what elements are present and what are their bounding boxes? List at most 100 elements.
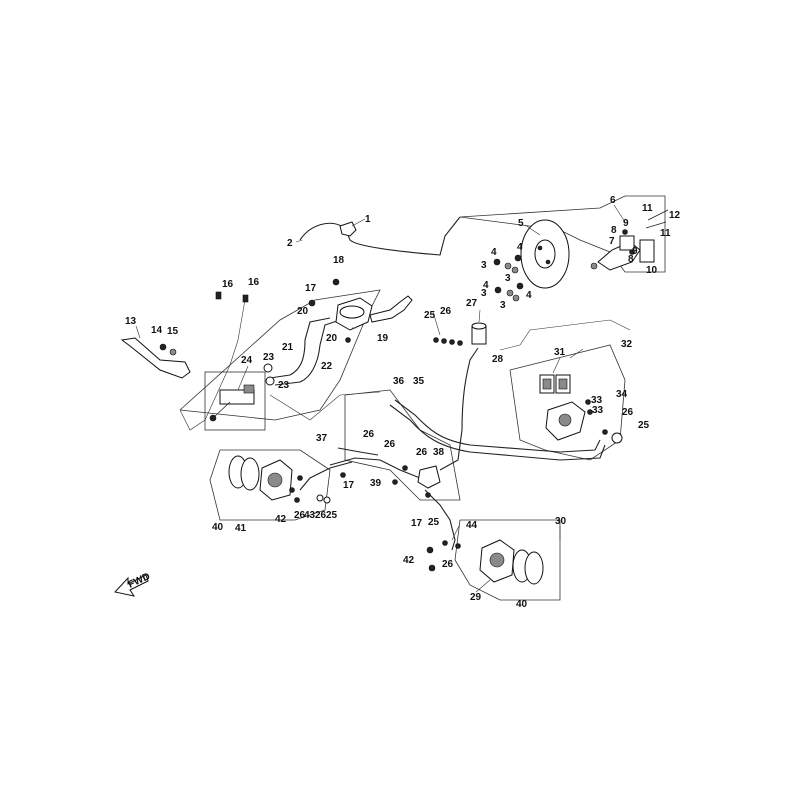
outline-rear-master-group: [459, 195, 666, 273]
callout-14: 14: [151, 325, 163, 336]
callout-3: 3: [505, 273, 511, 284]
callout-18: 18: [333, 255, 345, 266]
outline-left-caliper-group: [209, 449, 331, 521]
rear-master-cap: [471, 322, 487, 330]
callout-3: 3: [500, 300, 506, 311]
rear-line-36: [389, 404, 606, 461]
line-37: [337, 447, 379, 456]
callout-40: 40: [516, 599, 528, 610]
callout-4: 4: [517, 242, 523, 253]
banjo-25: [611, 432, 623, 444]
right-caliper-line-44: [424, 489, 456, 551]
callout-labels: 1 2 3 3 3 3 4 4 4 4 5 6 7 8 8 9 9 10 11 …: [125, 195, 681, 610]
rear-line-35: [394, 399, 601, 453]
callout-23: 23: [263, 352, 275, 363]
callout-16: 16: [248, 277, 260, 288]
callout-17: 17: [343, 480, 355, 491]
bolt-16a: [215, 291, 222, 300]
outline-rear-caliper-group: [509, 344, 626, 461]
callout-39: 39: [370, 478, 382, 489]
callout-26: 26: [442, 559, 454, 570]
right-pad-b: [524, 551, 544, 585]
callout-8: 8: [628, 254, 634, 265]
callout-26: 26: [363, 429, 375, 440]
cable-end: [339, 221, 357, 237]
master-cylinder: [219, 389, 255, 405]
callout-34: 34: [616, 389, 628, 400]
disc-hub: [534, 239, 556, 269]
pedal-clip-15: [169, 348, 177, 356]
callout-8: 8: [611, 225, 617, 236]
fwd-direction-arrow: FWD: [114, 571, 152, 597]
fitting-23b: [265, 376, 275, 386]
disc-bolts: [493, 254, 524, 302]
fwd-label: FWD: [127, 571, 152, 591]
callout-43: 43: [304, 510, 316, 521]
callout-38: 38: [433, 447, 445, 458]
callout-17: 17: [305, 283, 317, 294]
brake-pedal: [120, 337, 191, 379]
callout-29: 29: [470, 592, 482, 603]
callout-25: 25: [428, 517, 440, 528]
callout-26: 26: [440, 306, 452, 317]
callout-20: 20: [297, 306, 309, 317]
front-line-22: [274, 319, 341, 386]
washer-17-left: [340, 472, 346, 478]
fittings-25-26: [433, 337, 463, 346]
callout-19: 19: [377, 333, 389, 344]
callout-7: 7: [609, 236, 615, 247]
left-front-caliper-assembly: [228, 455, 331, 504]
master-cylinder-port: [243, 384, 255, 394]
callout-leaders: [135, 204, 626, 593]
leader-bundle: [269, 391, 381, 421]
callout-25: 25: [638, 420, 650, 431]
callout-25: 25: [424, 310, 436, 321]
callout-12: 12: [669, 210, 681, 221]
fitting-26-tee: [402, 465, 408, 471]
callout-42: 42: [275, 514, 287, 525]
reservoir-cap: [339, 305, 365, 319]
fitting-23a: [263, 363, 273, 373]
callout-26: 26: [384, 439, 396, 450]
parking-caliper-assembly: [590, 209, 669, 271]
callout-44: 44: [466, 520, 478, 531]
washer-17: [308, 299, 316, 307]
bolt-16b: [242, 294, 249, 303]
callout-4: 4: [491, 247, 497, 258]
washer-17b: [345, 337, 351, 343]
callout-3: 3: [481, 288, 487, 299]
callout-9: 9: [632, 246, 638, 257]
master-pushrod: [212, 401, 231, 419]
callout-41: 41: [235, 523, 247, 534]
brake-lines: [179, 216, 631, 551]
callout-26: 26: [294, 510, 306, 521]
callout-26: 26: [622, 407, 634, 418]
disc-hole-a: [537, 245, 543, 251]
callout-26: 26: [315, 510, 327, 521]
left-pad-b: [240, 457, 260, 491]
rear-caliper-assembly: [539, 374, 623, 444]
callout-26: 26: [416, 447, 428, 458]
callout-30: 30: [555, 516, 567, 527]
callout-5: 5: [518, 218, 524, 229]
callout-36: 36: [393, 376, 405, 387]
callout-15: 15: [167, 326, 179, 337]
callout-25: 25: [326, 510, 338, 521]
bolt-39: [392, 479, 398, 485]
callout-42: 42: [403, 555, 415, 566]
disc-hole-b: [545, 259, 551, 265]
reservoir-hose-switch: [369, 295, 413, 323]
callout-11: 11: [660, 228, 671, 239]
caliper-body: [619, 235, 635, 251]
callout-9: 9: [623, 218, 629, 229]
left-caliper-line: [299, 461, 353, 491]
parts: FWD: [114, 209, 669, 597]
callout-20: 20: [326, 333, 338, 344]
callout-40: 40: [212, 522, 224, 533]
parking-cable: [299, 216, 461, 256]
callout-11: 11: [642, 203, 653, 214]
line-28: [439, 347, 479, 471]
callout-22: 22: [321, 361, 333, 372]
front-tee-line: [329, 457, 421, 479]
